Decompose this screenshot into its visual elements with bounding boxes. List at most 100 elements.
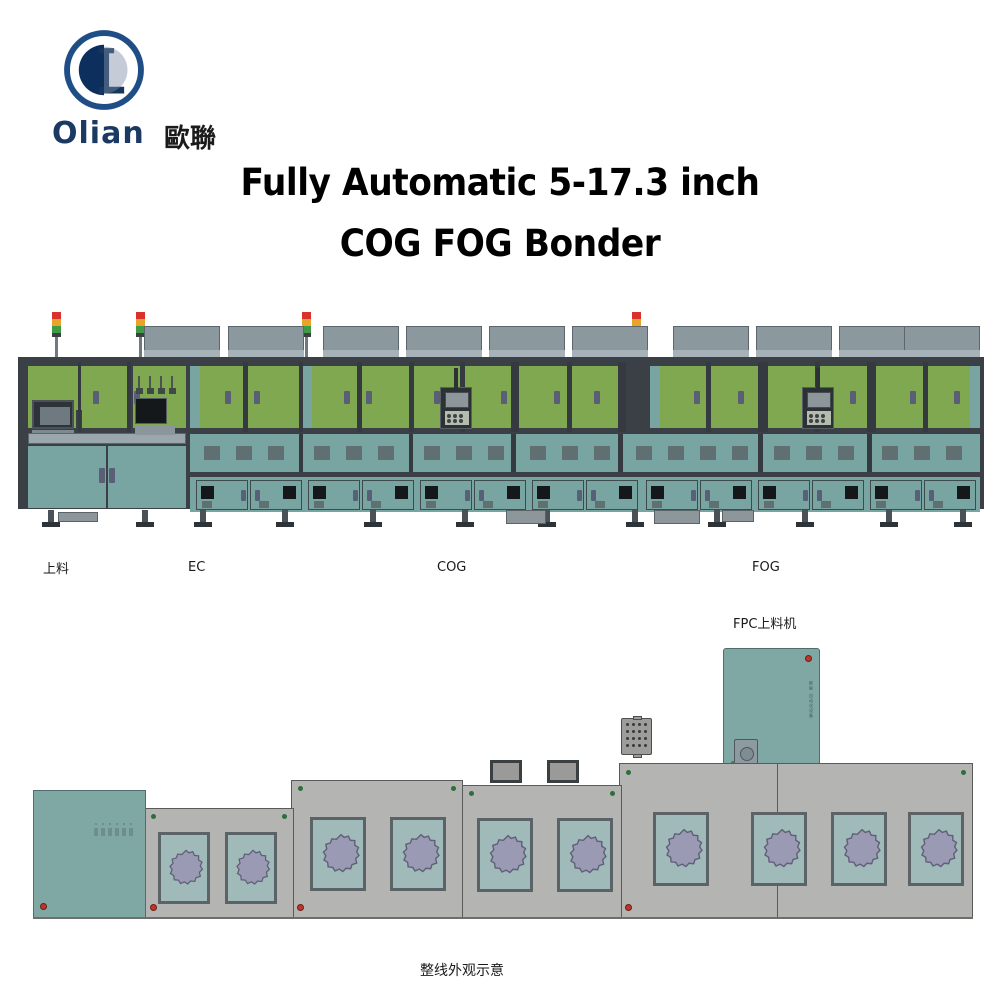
valve-indicator-row (136, 376, 182, 398)
base-cabinet[interactable] (420, 480, 472, 510)
plan-loading-cabinet[interactable] (33, 790, 146, 918)
mid-service-band (190, 434, 980, 472)
terminal-strip (28, 433, 186, 444)
vent-block (204, 446, 220, 460)
base-cabinet[interactable] (646, 480, 698, 510)
operator-button-strip[interactable] (135, 425, 175, 435)
machine-leg (48, 510, 54, 524)
door-handle[interactable] (954, 391, 960, 404)
pendant-arm (816, 368, 820, 388)
door-handle[interactable] (366, 391, 372, 404)
plan-cabinet-section[interactable] (291, 780, 463, 918)
brand-chinese-name: 歐聯 (164, 124, 217, 154)
monitor-screen[interactable] (490, 760, 522, 783)
side-panel (302, 366, 312, 428)
base-cabinet[interactable] (196, 480, 248, 510)
base-cabinet[interactable] (474, 480, 526, 510)
hood-lip (756, 350, 832, 357)
door-handle[interactable] (109, 468, 115, 483)
door-handle[interactable] (225, 391, 231, 404)
vent-block (806, 446, 822, 460)
status-indicator-green (282, 814, 287, 819)
operator-pendant[interactable] (802, 387, 834, 429)
operator-pendant[interactable] (440, 387, 472, 429)
door-handle[interactable] (93, 391, 99, 404)
gear-icon (322, 833, 360, 873)
vent-block (488, 446, 504, 460)
door-handle[interactable] (254, 391, 260, 404)
machine-leg (632, 510, 638, 524)
base-cabinet[interactable] (758, 480, 810, 510)
machine-leg (886, 510, 892, 524)
side-panel (190, 366, 200, 428)
plan-cabinet-section[interactable] (462, 785, 622, 918)
door-handle[interactable] (850, 391, 856, 404)
fpc-loader-label: FPC上料机 (733, 617, 797, 632)
status-indicator-green (298, 786, 303, 791)
door-handle[interactable] (910, 391, 916, 404)
base-cabinet[interactable] (812, 480, 864, 510)
vent-block (914, 446, 930, 460)
glass-panel (710, 366, 758, 428)
hmi-screen[interactable] (32, 400, 74, 429)
base-cabinet[interactable] (362, 480, 414, 510)
hood-lip (904, 350, 980, 357)
gear-window (751, 812, 807, 886)
under-machine-unit (722, 510, 754, 522)
machine-foot (42, 522, 60, 527)
gear-icon (236, 849, 271, 885)
gear-window (653, 812, 709, 886)
fpc-port (734, 739, 758, 765)
under-machine-unit (506, 510, 546, 524)
door-handle[interactable] (554, 391, 560, 404)
base-cabinet[interactable] (700, 480, 752, 510)
vent-block (236, 446, 252, 460)
side-panel (970, 366, 980, 428)
base-cabinet[interactable] (250, 480, 302, 510)
pendant-arm (454, 368, 458, 388)
panel-seam (409, 362, 414, 432)
door-handle[interactable] (99, 468, 105, 483)
machine-foot (708, 522, 726, 527)
door-handle[interactable] (501, 391, 507, 404)
door-handle[interactable] (434, 391, 440, 404)
panel-seam (243, 362, 248, 432)
operator-panel[interactable] (135, 398, 167, 424)
panel-seam (706, 362, 711, 432)
gear-icon (920, 828, 958, 868)
door-handle[interactable] (738, 391, 744, 404)
fpc-loader-cabinet[interactable]: 欧联 自动化设备 (723, 648, 820, 768)
vent-block (268, 446, 284, 460)
status-indicator-green (626, 770, 631, 775)
status-indicator-red (297, 904, 304, 911)
base-cabinet[interactable] (586, 480, 638, 510)
cabinet-door[interactable] (108, 446, 186, 508)
door-handle[interactable] (134, 391, 140, 404)
monitor-screen[interactable] (547, 760, 579, 783)
door-handle[interactable] (694, 391, 700, 404)
brand-logo: Olian 歐聯 (52, 28, 252, 154)
machine-foot (364, 522, 382, 527)
stage-label-ec: EC (188, 560, 206, 575)
panel-seam (357, 362, 362, 432)
tray-grid-module (621, 716, 652, 758)
panel-seam (299, 362, 303, 432)
ground-line (33, 917, 973, 919)
door-handle[interactable] (344, 391, 350, 404)
base-cabinet[interactable] (870, 480, 922, 510)
machine-leg (282, 510, 288, 524)
door-handle[interactable] (594, 391, 600, 404)
gear-icon (169, 849, 204, 885)
band-seam (511, 434, 516, 472)
panel-seam (127, 362, 131, 432)
base-cabinet[interactable] (308, 480, 360, 510)
machine-foot (626, 522, 644, 527)
glass-panel (927, 366, 974, 428)
cabinet-door[interactable] (28, 446, 106, 508)
base-cabinet[interactable] (924, 480, 976, 510)
base-cabinet[interactable] (532, 480, 584, 510)
machine-leg (142, 510, 148, 524)
plan-cabinet-section[interactable] (619, 763, 973, 919)
plan-cabinet-section[interactable] (144, 808, 294, 918)
glass-panel (82, 366, 127, 428)
